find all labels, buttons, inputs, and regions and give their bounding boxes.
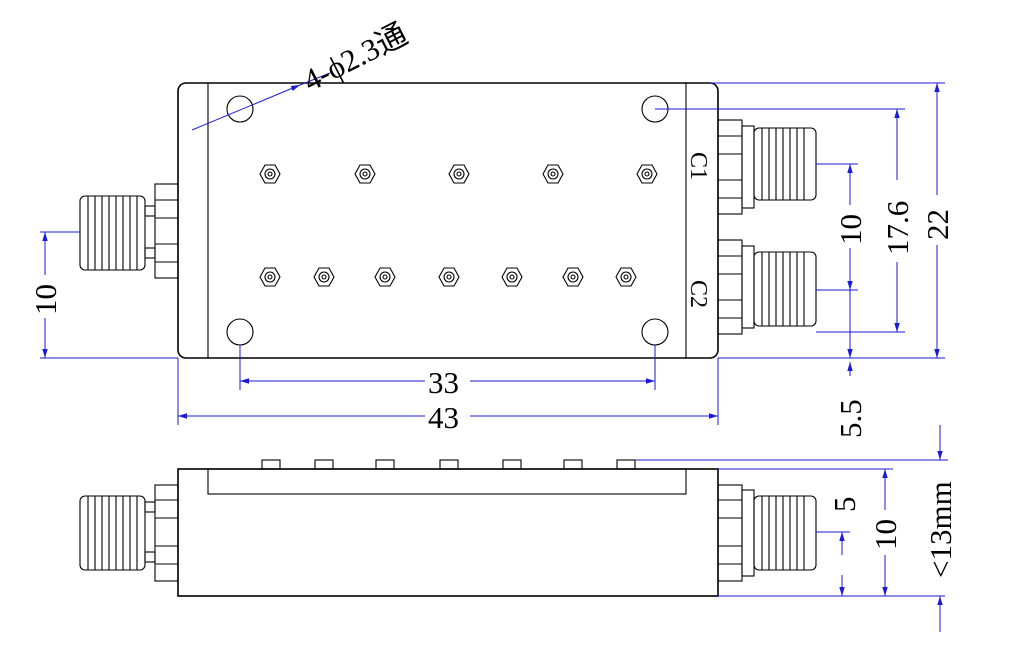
dim-body-length: 43 — [428, 400, 459, 435]
port-label-c2: C2 — [685, 280, 711, 308]
output-connector-c2 — [717, 239, 817, 335]
dim-hole-spacing: 33 — [428, 365, 459, 400]
hole-callout: 4-ϕ2.3通 — [297, 16, 413, 98]
tuning-screw-row-1 — [259, 164, 658, 184]
dim-port-offset: 5.5 — [833, 399, 868, 438]
screw-heads — [261, 459, 636, 470]
dim-connector-height: 5 — [827, 497, 862, 513]
top-view: C1 C2 4-ϕ2.3通 33 43 10 22 — [28, 16, 955, 438]
side-view: 5 10 <13mm — [79, 425, 958, 632]
port-label-c1: C1 — [685, 152, 711, 180]
mounting-hole — [226, 95, 254, 123]
tuning-screw-row-2 — [259, 267, 637, 287]
side-view-cover — [207, 468, 687, 495]
dim-body-width: 22 — [920, 209, 955, 240]
side-view-body — [177, 468, 719, 597]
hole-callout-leader — [191, 84, 301, 131]
side-input-connector — [79, 484, 179, 582]
dim-max-height: <13mm — [923, 481, 958, 578]
output-connector-c1 — [717, 119, 817, 215]
dim-input-height: 10 — [28, 284, 63, 315]
dim-c1-c2-spacing: 10 — [833, 214, 868, 245]
top-view-body — [177, 82, 719, 359]
input-connector — [79, 183, 179, 279]
dim-body-height: 10 — [868, 519, 903, 550]
mounting-hole — [641, 318, 669, 346]
dim-outer-port-span: 17.6 — [880, 201, 915, 255]
side-output-connector — [717, 484, 817, 582]
mounting-hole — [226, 318, 254, 346]
